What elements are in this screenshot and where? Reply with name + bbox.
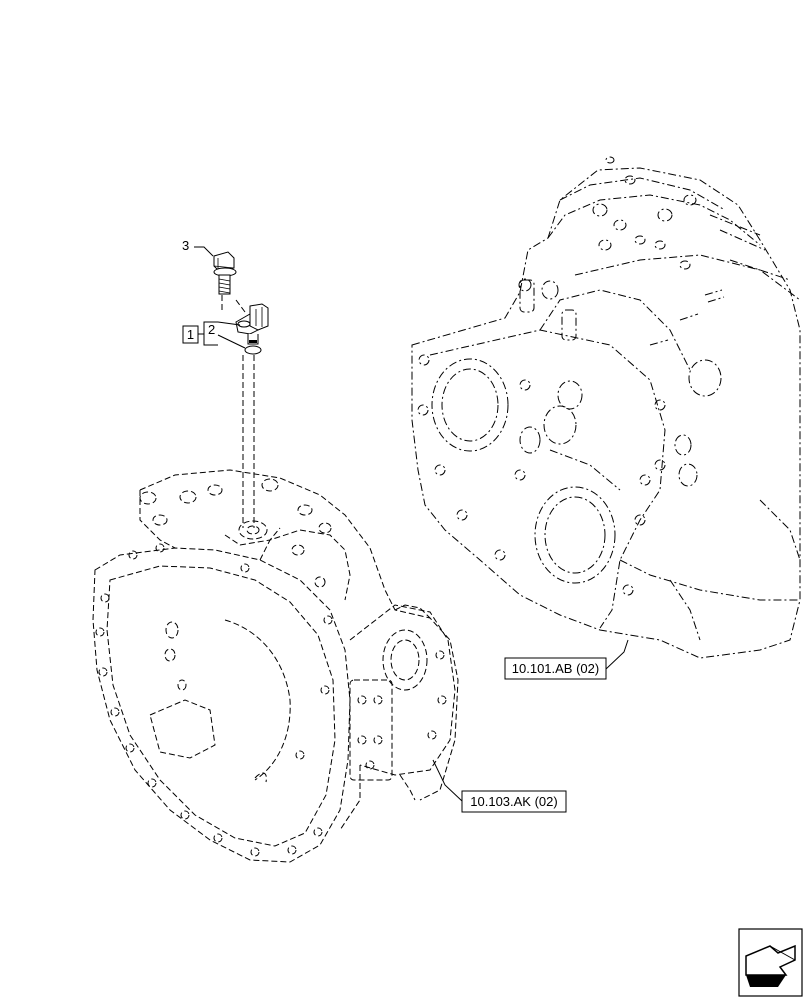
assembly-guide-lines: [221, 295, 255, 528]
transmission-housing-reference[interactable]: 10.103.AK (02): [432, 759, 567, 813]
callout-2-label: 2: [208, 322, 215, 337]
engine-ref-leader-line: [605, 639, 629, 670]
callout-1-label: 1: [187, 327, 194, 342]
callout-2[interactable]: 2: [208, 322, 246, 349]
engine-ref-box: [504, 657, 607, 680]
speed-sensor-part-1[interactable]: [235, 303, 269, 345]
bolt-part-3[interactable]: [213, 251, 237, 295]
transmission-ref-leader-line: [432, 759, 463, 802]
callout-1-leader: [217, 321, 241, 326]
callout-3-label: 3: [182, 238, 189, 253]
engine-ref-label[interactable]: 10.101.AB (02): [512, 661, 599, 676]
transmission-ref-box: [461, 790, 567, 813]
transmission-housing-illustration: [92, 469, 459, 863]
callout-1-bracket: [198, 321, 218, 346]
callout-3[interactable]: 3: [182, 238, 214, 257]
callout-1[interactable]: 1: [182, 321, 241, 346]
transmission-ref-label[interactable]: 10.103.AK (02): [470, 794, 557, 809]
callout-3-leader: [194, 246, 214, 257]
next-page-arrow-icon[interactable]: [738, 928, 803, 997]
engine-block-reference[interactable]: 10.101.AB (02): [504, 639, 629, 680]
o-ring-part-2[interactable]: [244, 345, 262, 355]
callout-2-leader: [217, 334, 246, 349]
engine-block-illustration: [411, 156, 801, 659]
